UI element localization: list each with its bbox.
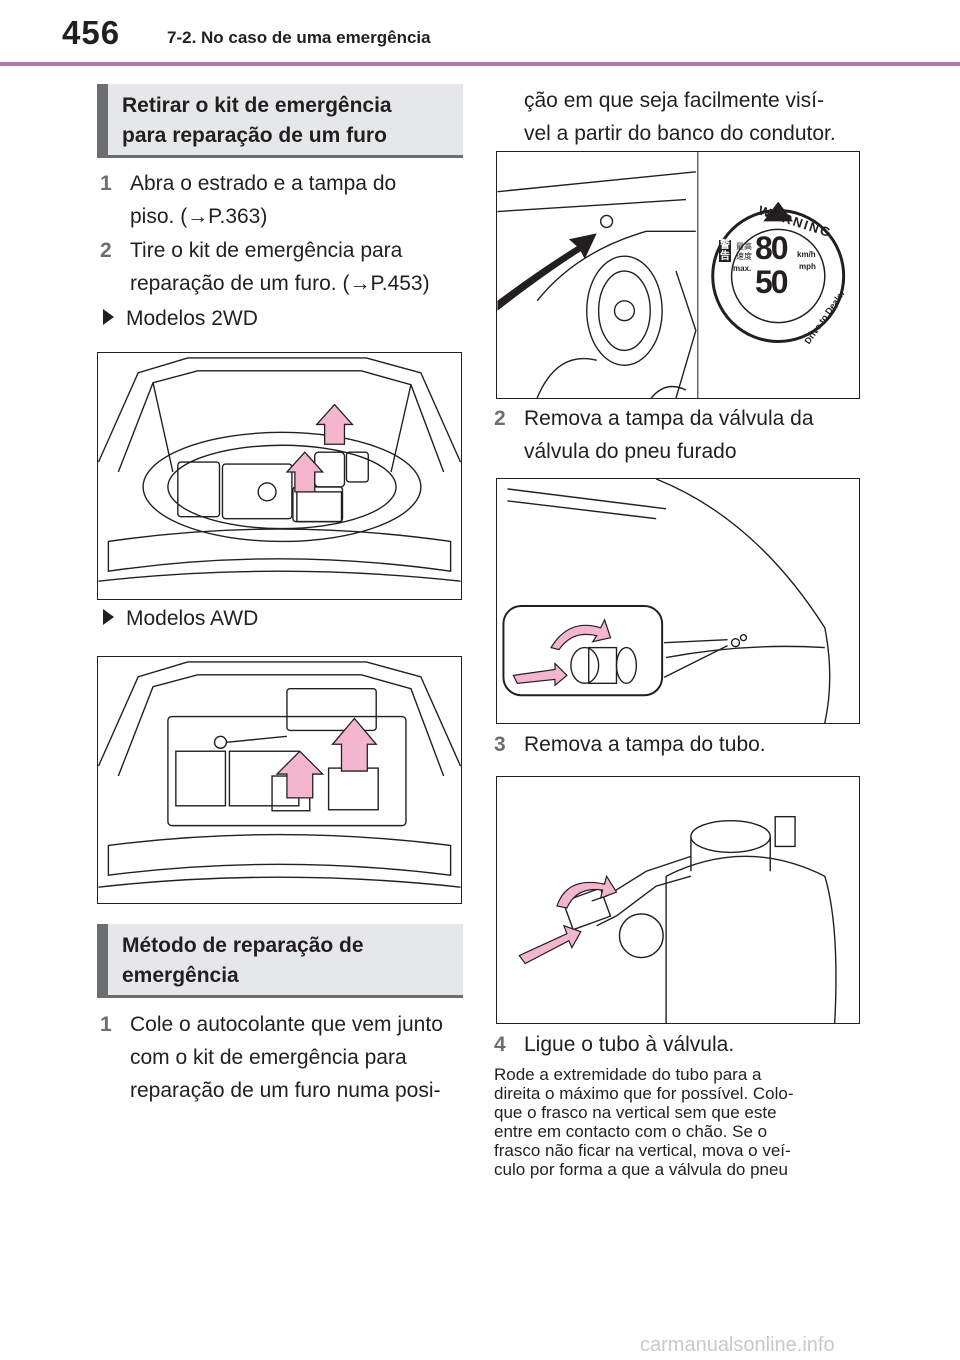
note-line: culo por forma a que a válvula do pneu [494,1160,788,1179]
header-rule [0,62,960,66]
section-heading-line1: Retirar o kit de emergência [122,94,392,117]
dashboard-sticker-illustration [497,152,846,398]
page-number: 456 [62,14,121,51]
sticker-kanji: 警告 [719,240,731,262]
warning-sticker [711,201,846,343]
section-heading-line2: emergência [122,964,239,987]
step-text-line1: Remova a tampa do tubo. [524,733,766,756]
continued-line1: ção em que seja facilmente visí- [524,89,824,112]
model-awd-label: Modelos AWD [103,604,258,634]
step-number: 2 [494,407,506,430]
section-heading-line1: Método de reparação de [122,934,364,957]
sticker-unit-mph: mph [799,262,816,271]
note-line: Rode a extremidade do tubo para a [494,1065,762,1084]
section-heading-line2: para reparação de um furo [122,124,387,147]
sticker-speed-kmh: 80 [755,230,789,266]
valve-cap-illustration [502,479,831,723]
model-2wd-label: Modelos 2WD [103,304,258,334]
note-line: direita o máximo que for possível. Colo- [494,1084,794,1103]
step-text-line2: válvula do pneu furado [524,440,737,463]
model-awd-text: Modelos AWD [126,607,259,630]
step-1-continued: ção em que seja facilmente visí- vel a p… [494,84,874,150]
note-line: frasco não ficar na vertical, mova o veí… [494,1141,791,1160]
note-line: que o frasco na vertical sem que este [494,1103,777,1122]
step-1-open-floor: 1 Abra o estrado e a tampa do piso. (→P.… [100,167,470,233]
step-text-line2: reparação de um furo. (→P.453) [130,272,430,295]
step-text-line1: Ligue o tubo à válvula. [524,1033,735,1056]
model-2wd-text: Modelos 2WD [126,307,258,330]
section-heading-metodo: Método de reparação de emergência [97,924,463,998]
figure-valve-cap [496,478,860,724]
step-1-attach-sticker: 1 Cole o autocolante que vem junto com o… [100,1008,470,1107]
step-number: 1 [100,1013,112,1036]
step-number: 4 [494,1033,506,1056]
chapter-title: 7-2. No caso de uma emergência [167,28,431,47]
sticker-small-2: 速度 [736,252,752,261]
trunk-awd-illustration [98,661,461,888]
step-text-line1: Remova a tampa da válvula da [524,407,814,430]
sticker-small-1: 最高 [736,242,752,251]
hose-bottle-illustration [518,815,837,1023]
section-heading-retirar-kit: Retirar o kit de emergência para reparaç… [97,84,463,158]
triangle-bullet-icon [103,609,114,626]
step-text-line1: Abra o estrado e a tampa do [130,172,397,195]
sticker-speed-mph: 50 [755,264,789,300]
continued-line2: vel a partir do banco do condutor. [524,122,836,145]
figure-dashboard-sticker: WARNING 警告 最高 速度 max. 80 50 km/h mph Dri… [496,151,860,399]
step-number: 3 [494,733,506,756]
step-2-remove-valve-cap: 2 Remova a tampa da válvula da válvula d… [494,402,874,468]
step-text-line3: reparação de um furo numa posi- [130,1079,441,1102]
figure-hose [496,776,860,1024]
step-text-line2: piso. (→P.363) [130,205,268,228]
figure-trunk-2wd [97,352,462,600]
step-2-take-kit: 2 Tire o kit de emergência para reparaçã… [100,234,470,300]
trunk-2wd-illustration [98,357,461,582]
note-paragraph: Rode a extremidade do tubo para a direit… [494,1065,864,1179]
step-3-remove-hose-cap: 3 Remova a tampa do tubo. [494,728,874,761]
step-text-line1: Cole o autocolante que vem junto [130,1013,443,1036]
watermark: carmanualsonline.info [640,1334,835,1356]
figure-trunk-awd [97,656,462,904]
sticker-max: max. [733,264,752,273]
step-4-connect-hose: 4 Ligue o tubo à válvula. [494,1028,874,1061]
step-number: 2 [100,239,112,262]
step-text-line1: Tire o kit de emergência para [130,239,403,262]
sticker-unit-kmh: km/h [797,250,816,259]
triangle-bullet-icon [103,309,114,326]
note-line: entre em contacto com o chão. Se o [494,1122,768,1141]
step-text-line2: com o kit de emergência para [130,1046,407,1069]
step-number: 1 [100,172,112,195]
